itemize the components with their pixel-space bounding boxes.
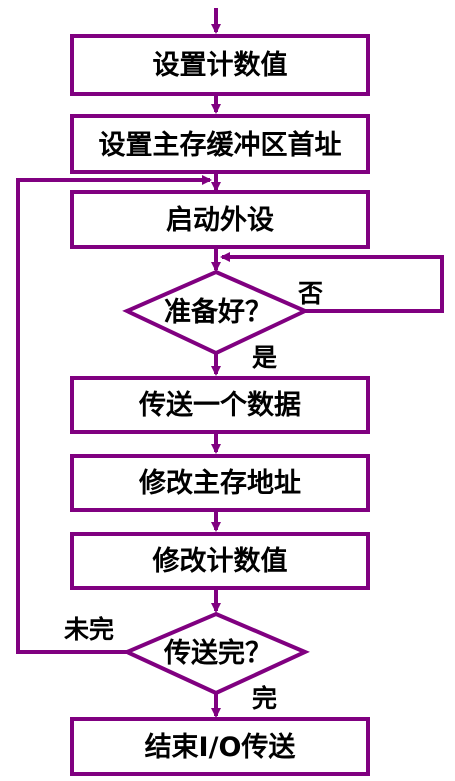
- node-end-io: 结束I/O传送: [145, 732, 296, 763]
- connectors: [16, 8, 444, 718]
- node-set-buffer: 设置主存缓冲区首址: [99, 129, 342, 161]
- box-transfer-one: [70, 376, 370, 434]
- box-set-count: [70, 34, 370, 96]
- diamonds: [122, 269, 310, 696]
- box-modify-count: [70, 532, 370, 590]
- box-modify-addr: [70, 454, 370, 512]
- box-start-device: [70, 190, 370, 249]
- box-end-io: [70, 717, 370, 776]
- diamond-ready: [122, 269, 310, 356]
- label-yes: 是: [252, 343, 277, 372]
- node-set-count: 设置计数值: [153, 50, 288, 81]
- node-ready-question: 准备好？: [164, 297, 272, 328]
- loop-not-ready: [220, 252, 444, 313]
- node-done-question: 传送完？: [163, 637, 272, 669]
- label-no: 否: [297, 279, 323, 308]
- node-start-device: 启动外设: [166, 205, 274, 236]
- node-modify-count: 修改计数值: [152, 546, 288, 577]
- label-not-done: 未完: [64, 615, 114, 644]
- diamond-done: [122, 611, 310, 696]
- boxes: [70, 34, 370, 776]
- box-set-buffer: [70, 114, 370, 174]
- label-done: 完: [252, 684, 277, 713]
- loop-not-done: [16, 175, 212, 654]
- node-modify-addr: 修改主存地址: [138, 468, 301, 499]
- node-transfer-one: 传送一个数据: [138, 390, 301, 421]
